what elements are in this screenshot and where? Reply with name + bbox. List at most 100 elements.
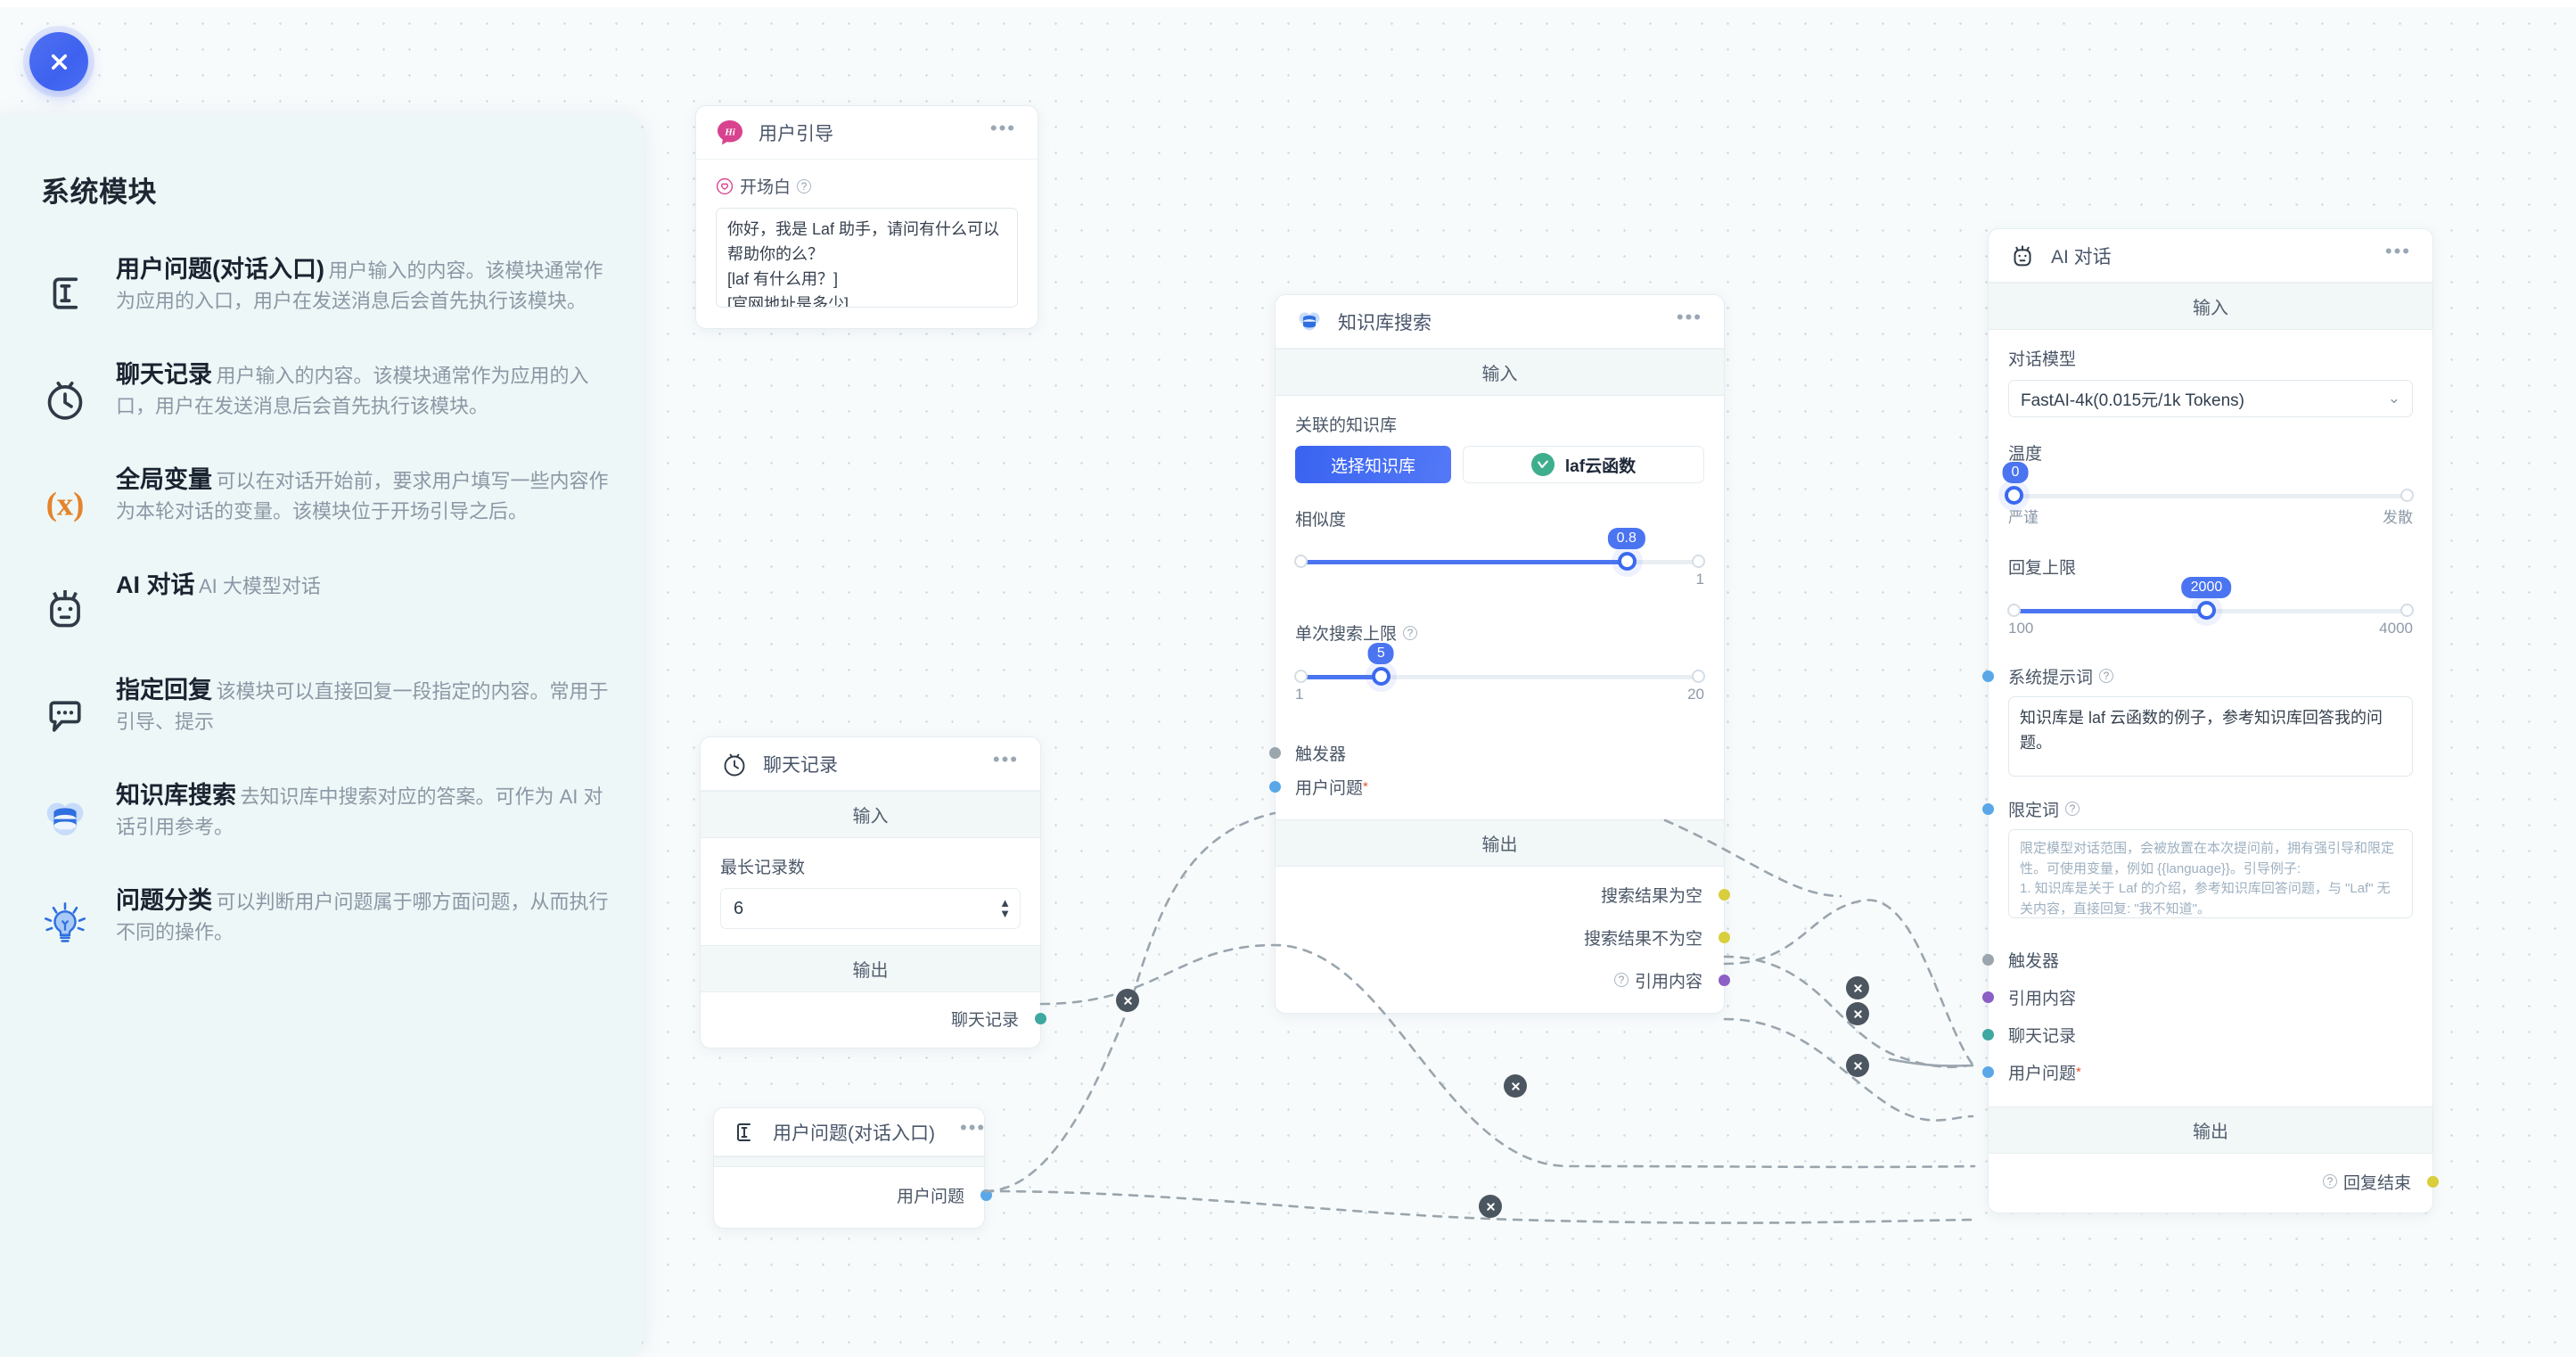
port-dot[interactable] xyxy=(1982,991,1994,1003)
clock-history-icon xyxy=(720,750,749,778)
edge-delete-button[interactable] xyxy=(1846,1002,1869,1025)
port-dot[interactable] xyxy=(1982,1028,1994,1040)
port-dot[interactable] xyxy=(1719,931,1730,943)
input-port-row[interactable]: 触发器 xyxy=(1269,736,1704,769)
limit-word-input[interactable] xyxy=(2008,829,2413,918)
max-records-stepper[interactable]: 6 ▲ ▼ xyxy=(720,888,1021,929)
node-menu-button[interactable]: ••• xyxy=(989,117,1016,139)
slider-max-label: 4000 xyxy=(2379,620,2413,637)
node-ai-chat[interactable]: AI 对话 ••• 输入 对话模型 FastAI-4k(0.015元/1k To… xyxy=(1982,228,2439,1213)
output-port-row[interactable]: 搜索结果不为空 xyxy=(1295,920,1730,954)
help-icon[interactable]: ? xyxy=(2099,669,2114,683)
temperature-slider[interactable]: 0 严谨 发散 xyxy=(2002,462,2414,531)
node-header[interactable]: 聊天记录 ••• xyxy=(701,737,1040,791)
similarity-slider[interactable]: 0.8 1 xyxy=(1294,528,1705,597)
slider-end-cap xyxy=(1692,670,1705,683)
database-icon xyxy=(1295,308,1324,336)
node-header[interactable]: AI 对话 ••• xyxy=(1989,229,2432,283)
output-port-row[interactable]: ? 引用内容 xyxy=(1295,963,1730,997)
edge-delete-button[interactable] xyxy=(1116,989,1139,1012)
limit-word-port-row[interactable]: 限定词 ? xyxy=(1982,795,2413,822)
port-dot[interactable] xyxy=(980,1188,992,1201)
input-port-row[interactable]: 用户问题* xyxy=(1269,769,1704,803)
help-icon[interactable]: ? xyxy=(1613,973,1628,987)
max-tokens-slider[interactable]: 2000 100 4000 xyxy=(2007,577,2414,646)
port-dot[interactable] xyxy=(2427,1175,2439,1188)
slider-thumb[interactable] xyxy=(2005,486,2023,505)
welcome-text-input[interactable] xyxy=(716,208,1018,308)
module-item-chat-history[interactable]: 聊天记录 用户输入的内容。该模块通常作为应用的入口，用户在发送消息后会首先执行该… xyxy=(29,358,611,426)
module-item-global-variable[interactable]: (x) 全局变量 可以在对话开始前，要求用户填写一些内容作为本轮对话的变量。该模… xyxy=(29,464,611,531)
close-panel-button[interactable] xyxy=(29,32,88,91)
help-icon[interactable]: ? xyxy=(797,178,812,193)
output-port-row[interactable]: 用户问题 xyxy=(732,1178,992,1212)
edge-delete-button[interactable] xyxy=(1504,1074,1527,1098)
system-prompt-label: 系统提示词 ? xyxy=(2008,664,2114,688)
input-port-row[interactable]: 触发器 xyxy=(1982,941,2413,978)
port-dot[interactable] xyxy=(1719,888,1730,901)
clock-history-icon xyxy=(37,371,93,426)
page-title: 系统模块 xyxy=(41,176,158,208)
input-port-row[interactable]: 引用内容 xyxy=(1982,978,2413,1016)
system-prompt-port-row[interactable]: 系统提示词 ? xyxy=(1982,662,2413,689)
slider-thumb[interactable] xyxy=(2197,601,2217,620)
search-limit-slider[interactable]: 5 1 20 xyxy=(1294,643,1705,712)
node-menu-button[interactable]: ••• xyxy=(1676,306,1702,328)
edge-delete-button[interactable] xyxy=(1846,1054,1869,1077)
port-dot[interactable] xyxy=(1035,1012,1046,1024)
node-chat-history[interactable]: 聊天记录 ••• 输入 最长记录数 6 ▲ ▼ 输出 聊天记录 xyxy=(700,736,1046,1049)
close-icon xyxy=(51,53,67,70)
edge-delete-button[interactable] xyxy=(1846,976,1869,999)
input-port-row[interactable]: 聊天记录 xyxy=(1982,1016,2413,1053)
node-menu-button[interactable]: ••• xyxy=(2384,240,2411,262)
slider-thumb[interactable] xyxy=(1372,667,1391,686)
module-item-user-question[interactable]: 用户问题(对话入口) 用户输入的内容。该模块通常作为应用的入口，用户在发送消息后… xyxy=(29,253,611,321)
model-select[interactable]: FastAI-4k(0.015元/1k Tokens) ⌄ xyxy=(2008,380,2413,417)
node-kb-search[interactable]: 知识库搜索 ••• 输入 关联的知识库 选择知识库 laf云函数 相似度 xyxy=(1269,294,1730,1014)
node-user-guide[interactable]: Hi 用户引导 ••• 开场白 ? xyxy=(695,105,1038,329)
system-prompt-input[interactable] xyxy=(2008,696,2413,777)
node-menu-button[interactable]: ••• xyxy=(960,1116,987,1139)
module-text: 用户问题(对话入口) 用户输入的内容。该模块通常作为应用的入口，用户在发送消息后… xyxy=(116,253,611,317)
slider-end-cap xyxy=(2400,604,2414,617)
node-header[interactable]: 知识库搜索 ••• xyxy=(1276,295,1724,349)
kb-tag-laf[interactable]: laf云函数 xyxy=(1463,446,1704,483)
stepper-down-icon[interactable]: ▼ xyxy=(999,907,1011,920)
input-port-row[interactable]: 用户问题* xyxy=(1982,1053,2413,1090)
port-dot[interactable] xyxy=(1982,802,1994,815)
edge-delete-button[interactable] xyxy=(1479,1195,1502,1218)
text-cursor-icon xyxy=(730,1118,759,1147)
module-item-ai-chat[interactable]: AI 对话 AI 大模型对话 xyxy=(29,569,611,637)
port-dot[interactable] xyxy=(1982,1065,1994,1078)
slider-start-cap xyxy=(1294,555,1308,568)
output-port-row[interactable]: 聊天记录 xyxy=(720,1001,1046,1035)
module-text: 指定回复 该模块可以直接回复一段指定的内容。常用于引导、提示 xyxy=(116,674,611,737)
heart-chat-icon xyxy=(716,177,734,195)
port-dot[interactable] xyxy=(1719,974,1730,986)
module-item-specified-reply[interactable]: 指定回复 该模块可以直接回复一段指定的内容。常用于引导、提示 xyxy=(29,674,611,742)
output-port-row[interactable]: ? 回复结束 xyxy=(2008,1164,2439,1198)
module-item-kb-search[interactable]: 知识库搜索 去知识库中搜索对应的答案。可作为 AI 对话引用参考。 xyxy=(29,779,611,847)
slider-thumb[interactable] xyxy=(1617,552,1637,571)
node-user-question[interactable]: 用户问题(对话入口) ••• 用户问题 xyxy=(713,1107,992,1229)
output-port-row[interactable]: 搜索结果为空 xyxy=(1295,877,1730,911)
port-dot[interactable] xyxy=(1982,953,1994,966)
module-desc: 可以在对话开始前，要求用户填写一些内容作为本轮对话的变量。该模块位于开场引导之后… xyxy=(116,470,609,523)
port-dot[interactable] xyxy=(1269,780,1281,793)
help-icon[interactable]: ? xyxy=(1403,625,1418,640)
module-desc: 去知识库中搜索对应的答案。可作为 AI 对话引用参考。 xyxy=(116,785,603,839)
port-dot[interactable] xyxy=(1269,746,1281,759)
chevron-down-icon: ⌄ xyxy=(2387,390,2400,407)
help-icon[interactable]: ? xyxy=(2322,1174,2337,1188)
stepper-arrows[interactable]: ▲ ▼ xyxy=(999,897,1011,920)
linked-kb-label: 关联的知识库 xyxy=(1295,416,1398,435)
help-icon[interactable]: ? xyxy=(2065,802,2080,816)
node-menu-button[interactable]: ••• xyxy=(992,748,1019,770)
max-records-label: 最长记录数 xyxy=(720,859,806,877)
node-header[interactable]: Hi 用户引导 ••• xyxy=(696,106,1038,160)
module-item-question-classify[interactable]: 问题分类 可以判断用户问题属于哪方面问题，从而执行不同的操作。 xyxy=(29,884,611,952)
select-kb-button[interactable]: 选择知识库 xyxy=(1295,446,1451,483)
port-dot[interactable] xyxy=(1982,670,1994,682)
node-header[interactable]: 用户问题(对话入口) ••• xyxy=(714,1108,984,1156)
